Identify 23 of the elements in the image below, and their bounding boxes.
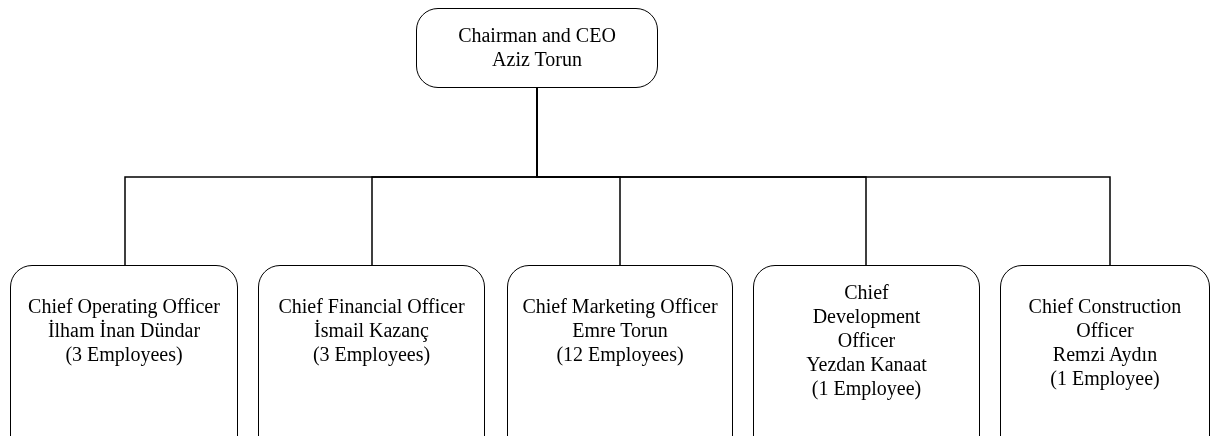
- employee-count: (1 Employee): [811, 376, 922, 400]
- employee-count: (12 Employees): [556, 342, 684, 366]
- role-title: Chief Development Officer: [811, 280, 922, 352]
- role-title: Chief Financial Officer: [278, 294, 465, 318]
- officer-box: [258, 265, 485, 436]
- person-name: Remzi Aydın: [1052, 342, 1158, 366]
- person-name: Yezdan Kanaat: [806, 352, 927, 376]
- role-title: Chief Construction Officer: [1027, 294, 1183, 342]
- person-name: İlham İnan Dündar: [47, 318, 201, 342]
- officer-box: [10, 265, 238, 436]
- employee-count: (1 Employee): [1050, 366, 1160, 390]
- officer-box: [1000, 265, 1210, 436]
- employee-count: (3 Employees): [312, 342, 431, 366]
- person-name: Emre Torun: [572, 318, 668, 342]
- officer-box: [753, 265, 980, 436]
- role-title: Chief Operating Officer: [28, 294, 220, 318]
- executive-box: [416, 8, 658, 88]
- person-name: Aziz Torun: [492, 47, 582, 71]
- person-name: İsmail Kazanç: [314, 318, 429, 342]
- role-title: Chief Marketing Officer: [522, 294, 718, 318]
- role-title: Chairman and CEO: [458, 23, 616, 47]
- employee-count: (3 Employees): [65, 342, 183, 366]
- officer-box: [507, 265, 733, 436]
